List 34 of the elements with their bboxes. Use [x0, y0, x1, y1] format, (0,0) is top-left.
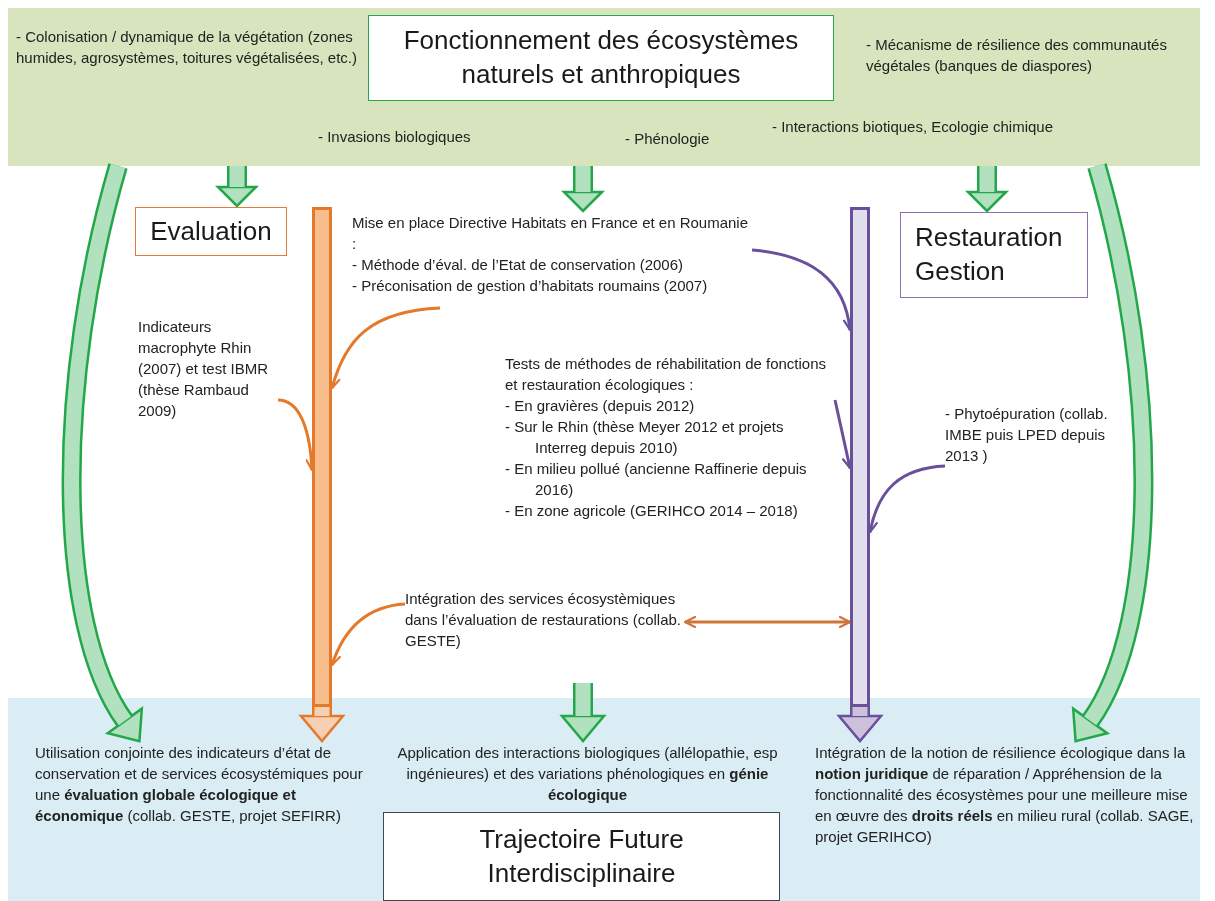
band-background: [8, 698, 1200, 901]
list-item: - En gravières (depuis 2012): [505, 396, 696, 416]
heading-text: Fonctionnement des écosystèmes naturels et anthropiques: [402, 24, 800, 91]
curved-arrow: [329, 306, 441, 390]
list-item: - En milieu pollué (ancienne Raffinerie depuis 2016): [505, 459, 808, 500]
note-text: Indicateurs macrophyte Rhin (2007) et test IBMR (thèse Rambaud 2009): [138, 316, 278, 421]
arrow-shaft: [312, 207, 332, 707]
list-item: - En zone agricole (GERIHCO 2014 – 2018): [505, 501, 799, 521]
heading-text: Tests de méthodes de réhabilitation de fonctions et restauration écologiques :: [505, 354, 828, 395]
heading-text: Evaluation: [150, 214, 272, 248]
arrow-shaft: [850, 207, 870, 707]
note-text: - Interactions biotiques, Ecologie chimique: [772, 116, 1152, 137]
note-text: - Colonisation / dynamique de la végétation (zones humides, agrosystèmes, toitures végétalisées, etc.): [16, 26, 366, 68]
heading-box: [368, 15, 834, 101]
list-item: - Préconisation de gestion d’habitats roumains (2007): [352, 276, 709, 296]
note-text: Intégration des services écosystèmiques dans l’évaluation de restaurations (collab. GESTE): [405, 588, 685, 651]
note-text: - Phytoépuration (collab. IMBE puis LPED depuis 2013 ): [945, 403, 1135, 466]
list-item: - Méthode d’éval. de l’Etat de conservation (2006): [352, 255, 685, 275]
note-text: - Mécanisme de résilience des communautés végétales (banques de diaspores): [866, 34, 1176, 76]
note-text: - Phénologie: [625, 128, 745, 149]
heading-text: Trajectoire Future Interdisciplinaire: [478, 822, 685, 890]
heading-box: [135, 207, 287, 256]
heading-text: Restauration Gestion: [915, 221, 1064, 288]
band-background: [8, 8, 1200, 166]
list-item: - Sur le Rhin (thèse Meyer 2012 et projets Interreg depuis 2010): [505, 417, 785, 458]
heading-box: [900, 212, 1088, 298]
note-text: Intégration de la notion de résilience écologique dans la notion juridique de réparation / Appréhension de la fonctionnalité des écosystèmes pour une meilleure mise en œuvre des droits réels en milieu rural (collab. SAGE, projet GERIHCO): [815, 742, 1195, 847]
heading-box: [383, 812, 780, 901]
heading-text: Mise en place Directive Habitats en France et en Roumanie :: [352, 213, 750, 254]
curved-arrow: [329, 602, 406, 667]
note-text: Application des interactions biologiques (allélopathie, esp ingénieures) et des variations phénologiques en génie écologique: [395, 742, 780, 805]
note-text: Utilisation conjointe des indicateurs d’état de conservation et de services écosystémiques pour une évaluation globale écologique et économique (collab. GESTE, projet SEFIRR): [35, 742, 365, 826]
note-text: - Invasions biologiques: [318, 126, 518, 147]
double-arrow: [683, 615, 852, 629]
